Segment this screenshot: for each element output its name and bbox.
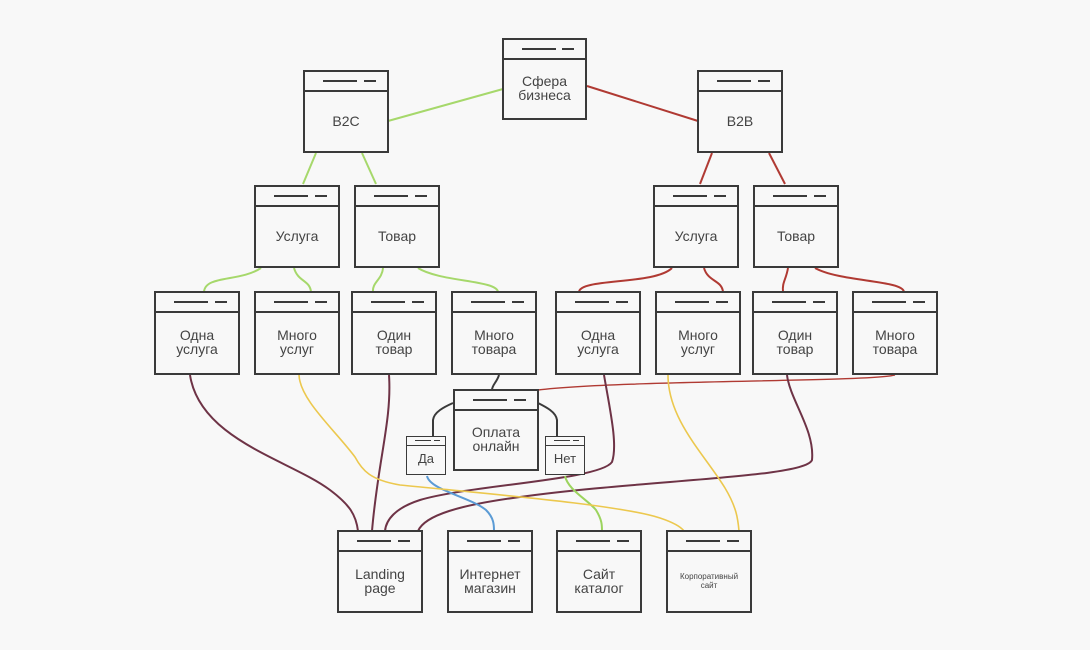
node-b2c-many-products[interactable]: Много товара [451, 291, 537, 375]
node-label: Интернет магазин [459, 565, 521, 596]
edge-b2b-product [768, 152, 786, 185]
edge-product-many [417, 267, 499, 293]
node-b2b-product[interactable]: Товар [753, 185, 839, 268]
node-header-bar [305, 72, 387, 92]
node-label: Один товар [375, 327, 413, 357]
node-corporate-site[interactable]: Корпоративный сайт [666, 530, 752, 613]
node-label: Один товар [776, 327, 814, 357]
node-label: Товар [377, 227, 417, 244]
node-header-bar [754, 293, 836, 313]
node-b2b-one-service[interactable]: Одна услуга [555, 291, 641, 375]
node-business-sphere[interactable]: Сфера бизнеса [502, 38, 587, 120]
node-header-bar [668, 532, 750, 552]
node-label: Оплата онлайн [471, 424, 521, 454]
node-label: Товар [776, 227, 816, 244]
node-b2b-one-product[interactable]: Один товар [752, 291, 838, 375]
node-header-bar [455, 391, 537, 411]
node-header-bar [156, 293, 238, 313]
node-b2c-one-product[interactable]: Один товар [351, 291, 437, 375]
node-header-bar [655, 187, 737, 207]
node-label: Услуга [674, 227, 718, 244]
node-catalog-site[interactable]: Сайт каталог [556, 530, 642, 613]
node-label: Сфера бизнеса [518, 73, 571, 103]
node-header-bar [407, 437, 445, 446]
edge-payment-no [537, 402, 558, 437]
node-label: Много услуг [277, 327, 317, 357]
edge-b2b-one-service-landing [384, 374, 616, 532]
node-online-shop[interactable]: Интернет магазин [447, 530, 533, 613]
node-b2c-one-service[interactable]: Одна услуга [154, 291, 240, 375]
edge-b2b-product-many [814, 267, 905, 293]
node-label: Одна услуга [176, 327, 218, 357]
edge-yes-shop [426, 475, 495, 532]
node-label: Корпоративный сайт [679, 571, 739, 590]
node-header-bar [558, 532, 640, 552]
node-header-bar [699, 72, 781, 92]
node-header-bar [256, 293, 338, 313]
node-label: B2C [332, 112, 360, 129]
node-label: Да [417, 451, 435, 466]
edge-root-b2c [387, 88, 504, 122]
node-online-payment[interactable]: Оплата онлайн [453, 389, 539, 471]
node-label: Landing page [355, 565, 405, 596]
node-header-bar [356, 187, 438, 207]
node-b2b-many-products[interactable]: Много товара [852, 291, 938, 375]
edge-b2c-one-service-landing [189, 374, 359, 532]
node-label: Услуга [275, 227, 319, 244]
node-b2c[interactable]: B2C [303, 70, 389, 153]
edge-b2b-service [699, 152, 713, 185]
edge-b2c-one-product-landing [371, 374, 391, 532]
node-label: Нет [553, 451, 577, 466]
edge-payment-yes [432, 402, 454, 437]
edge-no-catalog [564, 475, 603, 532]
node-header-bar [256, 187, 338, 207]
node-header-bar [557, 293, 639, 313]
node-b2b[interactable]: B2B [697, 70, 783, 153]
node-label: Много услуг [678, 327, 718, 357]
node-b2b-many-services[interactable]: Много услуг [655, 291, 741, 375]
node-b2c-many-services[interactable]: Много услуг [254, 291, 340, 375]
edge-b2b-product-one [781, 267, 789, 293]
edge-root-b2b [586, 85, 699, 122]
edge-b2b-service-many [703, 267, 724, 293]
edge-b2b-many-product-to-payment [537, 374, 896, 391]
edge-many-product-payment [491, 374, 500, 391]
node-header-bar [504, 40, 585, 60]
node-b2c-service[interactable]: Услуга [254, 185, 340, 268]
edge-service-one [203, 267, 262, 293]
node-header-bar [657, 293, 739, 313]
edge-b2b-service-one [578, 267, 673, 293]
node-header-bar [453, 293, 535, 313]
edge-b2b-many-services-corporate [667, 374, 740, 532]
node-label: Одна услуга [577, 327, 619, 357]
edge-b2c-product [361, 152, 377, 185]
node-header-bar [755, 187, 837, 207]
node-header-bar [449, 532, 531, 552]
edge-b2c-many-services-corporate [298, 374, 685, 532]
node-landing-page[interactable]: Landing page [337, 530, 423, 613]
node-label: Много товара [872, 327, 918, 357]
node-label: Много товара [471, 327, 517, 357]
edge-product-one [371, 267, 384, 293]
node-b2b-service[interactable]: Услуга [653, 185, 739, 268]
node-header-bar [546, 437, 584, 446]
node-header-bar [854, 293, 936, 313]
node-header-bar [353, 293, 435, 313]
node-b2c-product[interactable]: Товар [354, 185, 440, 268]
node-yes[interactable]: Да [406, 436, 446, 475]
node-header-bar [339, 532, 421, 552]
edge-service-many [293, 267, 312, 293]
node-no[interactable]: Нет [545, 436, 585, 475]
edge-b2b-one-product-landing [417, 374, 814, 532]
edge-b2c-service [302, 152, 317, 185]
node-label: Сайт каталог [574, 565, 624, 596]
node-label: B2B [726, 112, 754, 129]
